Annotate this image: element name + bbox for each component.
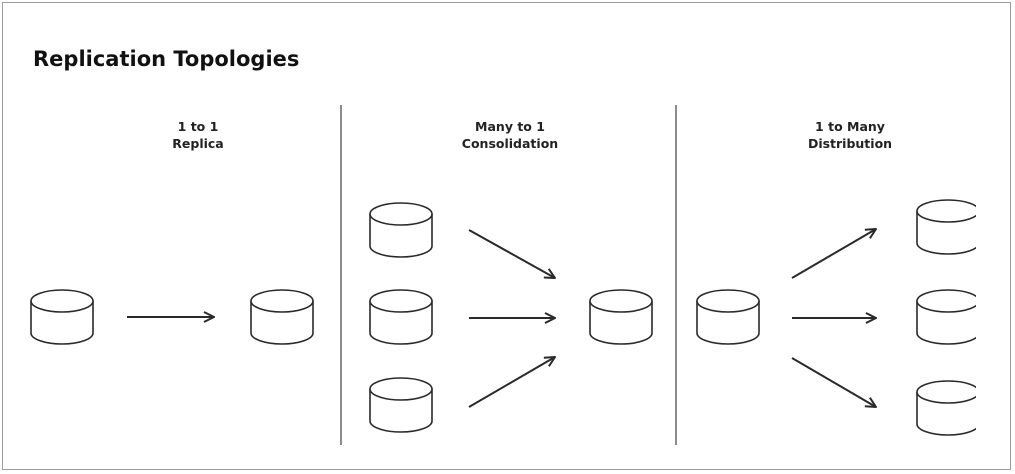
column-label-line2: Consolidation — [461, 136, 559, 151]
column-label-line1: Many to 1 — [475, 119, 545, 134]
database-icon — [916, 199, 976, 255]
column-label-line2: Distribution — [807, 136, 893, 151]
database-icon — [916, 289, 976, 345]
column-label-line1: 1 to Many — [815, 119, 885, 134]
database-icon — [369, 289, 433, 345]
column-label-one-to-many: 1 to Many Distribution — [740, 118, 960, 152]
column-label-line2: Replica — [172, 136, 224, 151]
database-icon — [589, 289, 653, 345]
arrow-icon — [468, 357, 555, 408]
database-icon — [30, 289, 94, 345]
column-label-line1: 1 to 1 — [177, 119, 219, 134]
arrow-icon — [468, 229, 555, 278]
database-icon — [696, 289, 760, 345]
arrow-icon — [791, 229, 876, 279]
database-icon — [250, 289, 314, 345]
diagram-title: Replication Topologies — [33, 47, 300, 71]
arrow-icon — [791, 357, 876, 407]
database-icon — [369, 202, 433, 258]
column-label-one-to-one: 1 to 1 Replica — [88, 118, 308, 152]
column-label-many-to-one: Many to 1 Consolidation — [400, 118, 620, 152]
database-icon — [369, 377, 433, 433]
database-icon — [916, 380, 976, 436]
